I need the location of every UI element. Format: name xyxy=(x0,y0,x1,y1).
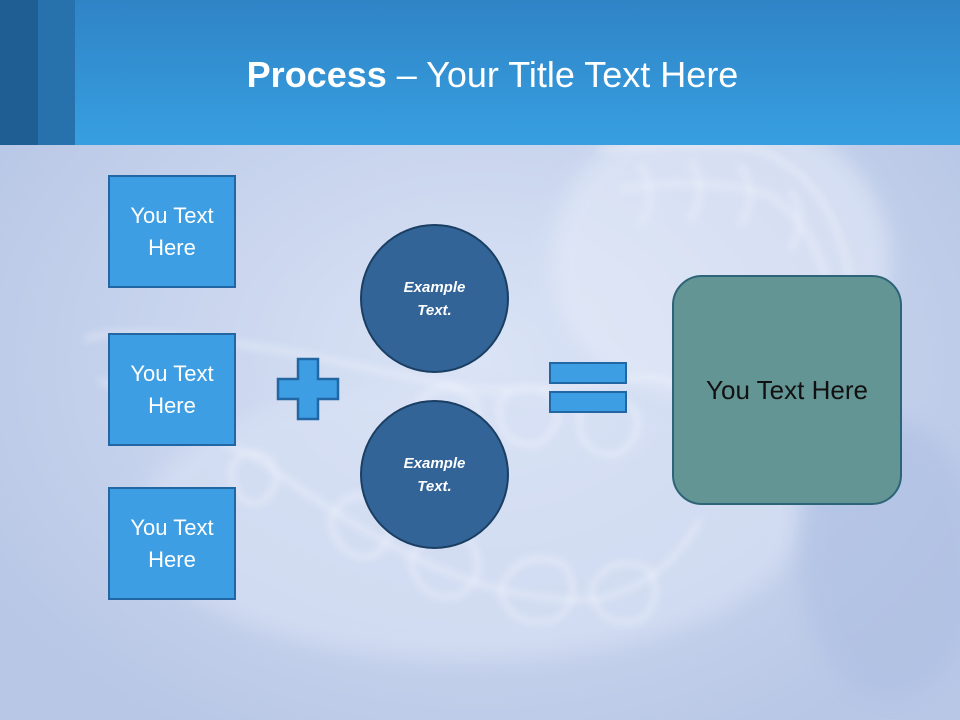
text-box-label: You Text Here xyxy=(130,202,214,260)
header-accent-stripe xyxy=(0,0,38,145)
title-rest: – Your Title Text Here xyxy=(386,54,739,95)
text-box-2[interactable]: You Text Here xyxy=(108,333,236,446)
header-accent-stripe xyxy=(38,0,75,145)
plus-icon xyxy=(276,357,340,421)
circle-label: Example Text. xyxy=(403,278,466,319)
result-label: You Text Here xyxy=(706,374,868,405)
text-box-3[interactable]: You Text Here xyxy=(108,487,236,600)
text-box-1[interactable]: You Text Here xyxy=(108,175,236,288)
example-circle-2[interactable]: Example Text. xyxy=(360,400,509,549)
equals-icon-bottom-bar xyxy=(549,391,627,413)
title-bold: Process xyxy=(246,54,387,95)
header-bar: Process – Your Title Text Here xyxy=(0,0,960,145)
equals-icon-top-bar xyxy=(549,362,627,384)
text-box-label: You Text Here xyxy=(130,360,214,418)
example-circle-1[interactable]: Example Text. xyxy=(360,224,509,373)
slide-title[interactable]: Process – Your Title Text Here xyxy=(0,52,960,98)
text-box-label: You Text Here xyxy=(130,514,214,572)
result-box[interactable]: You Text Here xyxy=(672,275,902,505)
circle-label: Example Text. xyxy=(403,454,466,495)
